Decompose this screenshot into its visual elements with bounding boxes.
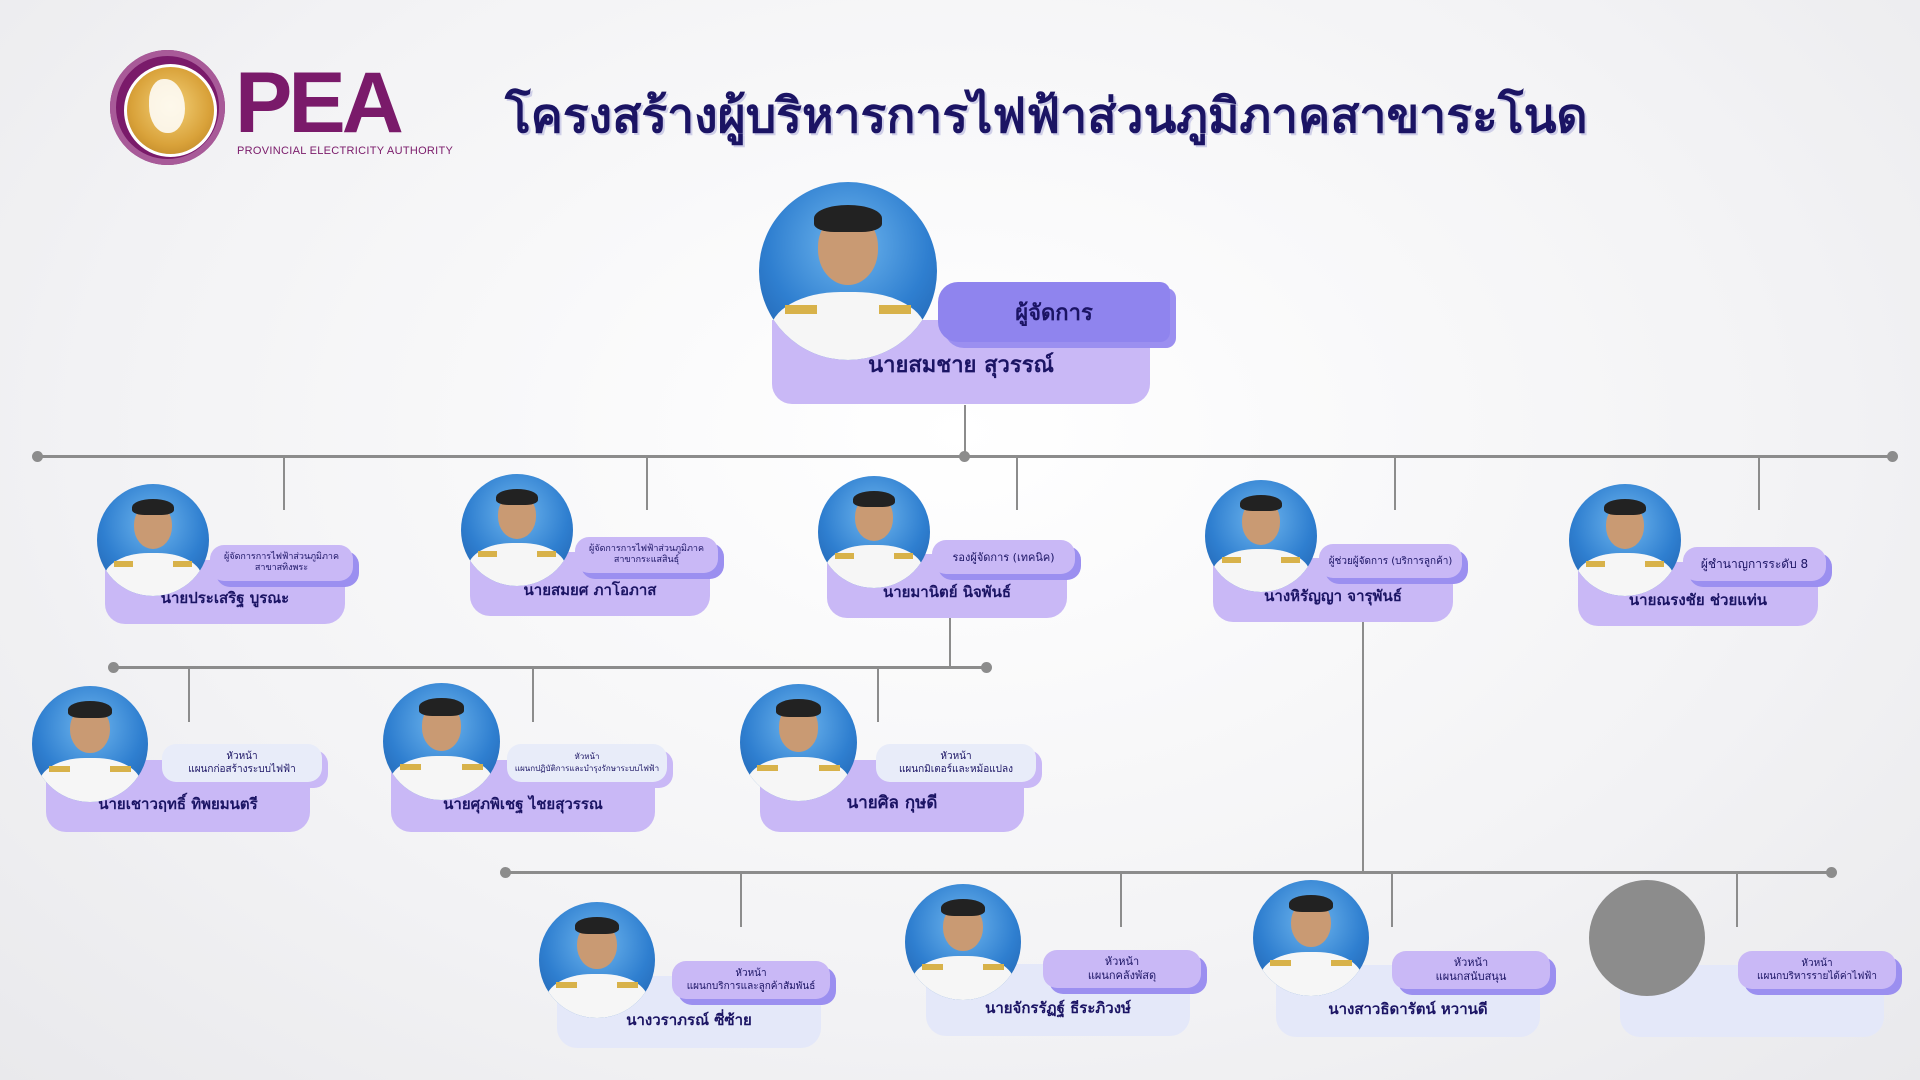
- role-title: หัวหน้า: [940, 751, 972, 762]
- role-text: แผนกมิเตอร์และหม้อแปลง: [898, 764, 1013, 775]
- role-label: ผู้ชำนาญการระดับ 8: [1683, 547, 1826, 581]
- connector-line: [877, 668, 879, 722]
- connector-line: [740, 873, 742, 927]
- connector-line: [188, 668, 190, 722]
- pea-logo: PEA PROVINCIAL ELECTRICITY AUTHORITY: [110, 50, 453, 165]
- person-photo: [461, 474, 573, 586]
- placeholder-photo: [1589, 880, 1705, 996]
- role-text: รองผู้จัดการ (เทคนิค): [952, 551, 1055, 564]
- role-text: ผู้ช่วยผู้จัดการ (บริการลูกค้า): [1328, 555, 1453, 567]
- role-text: แผนกปฏิบัติการและบำรุงรักษาระบบไฟฟ้า: [514, 764, 660, 773]
- role-label: ผู้จัดการการไฟฟ้าส่วนภูมิภาค สาขากระแสสิ…: [575, 537, 718, 573]
- role-text: ผู้จัดการ: [1015, 300, 1093, 326]
- person-photo: [1205, 480, 1317, 592]
- person-photo: [740, 684, 857, 801]
- connector-dot: [1826, 867, 1837, 878]
- role-label: หัวหน้า แผนกบริการและลูกค้าสัมพันธ์: [672, 961, 830, 999]
- role-label: หัวหน้า แผนกมิเตอร์และหม้อแปลง: [876, 744, 1036, 782]
- role-label: หัวหน้า แผนกปฏิบัติการและบำรุงรักษาระบบไ…: [507, 744, 667, 782]
- person-photo: [32, 686, 148, 802]
- connector-dot: [32, 451, 43, 462]
- connector-line: [646, 457, 648, 510]
- name-text: นางสาวธิดารัตน์ หวานดี: [1328, 1000, 1488, 1018]
- role-label: ผู้ช่วยผู้จัดการ (บริการลูกค้า): [1319, 544, 1462, 578]
- role-label: ผู้จัดการการไฟฟ้าส่วนภูมิภาค สาขาสทิงพระ: [210, 545, 353, 581]
- connector-line: [949, 615, 951, 666]
- connector-line: [1736, 873, 1738, 927]
- role-text: แผนกสนับสนุน: [1435, 970, 1507, 983]
- person-photo: [539, 902, 655, 1018]
- name-text: นางวราภรณ์ ซี่ซ้าย: [626, 1011, 752, 1029]
- connector-dot: [959, 451, 970, 462]
- person-photo: [905, 884, 1021, 1000]
- role-label: ผู้จัดการ: [938, 282, 1170, 342]
- role-text: ผู้ชำนาญการระดับ 8: [1700, 556, 1809, 571]
- connector-dot: [1887, 451, 1898, 462]
- role-label: รองผู้จัดการ (เทคนิค): [932, 540, 1075, 574]
- connector-line: [1394, 457, 1396, 510]
- role-title: หัวหน้า: [574, 752, 600, 761]
- role-text: แผนกบริหารรายได้ค่าไฟฟ้า: [1757, 971, 1877, 982]
- role-label: หัวหน้า แผนกคลังพัสดุ: [1043, 950, 1201, 988]
- role-title: หัวหน้า: [1104, 955, 1140, 968]
- connector-line: [1120, 873, 1122, 927]
- pea-seal-icon: [110, 50, 225, 165]
- role-title: หัวหน้า: [1453, 956, 1489, 969]
- connector-line: [1362, 620, 1364, 872]
- role-text: ผู้จัดการการไฟฟ้าส่วนภูมิภาค สาขากระแสสิ…: [589, 544, 704, 565]
- role-label: หัวหน้า แผนกก่อสร้างระบบไฟฟ้า: [162, 744, 322, 782]
- logo-subtitle: PROVINCIAL ELECTRICITY AUTHORITY: [237, 145, 454, 157]
- logo-text: PEA: [235, 55, 404, 151]
- name-text: นายศิล กุษดี: [846, 793, 938, 813]
- role-text: แผนกคลังพัสดุ: [1087, 969, 1157, 982]
- connector-line: [114, 666, 986, 669]
- connector-dot: [981, 662, 992, 673]
- role-text: ผู้จัดการการไฟฟ้าส่วนภูมิภาค สาขาสทิงพระ: [224, 552, 339, 573]
- connector-line: [505, 871, 1831, 874]
- person-photo: [818, 476, 930, 588]
- role-label: หัวหน้า แผนกบริหารรายได้ค่าไฟฟ้า: [1738, 951, 1896, 989]
- person-photo: [383, 683, 500, 800]
- role-title: หัวหน้า: [1801, 958, 1833, 969]
- connector-line: [1391, 873, 1393, 927]
- role-title: หัวหน้า: [735, 968, 767, 979]
- manager-photo: [759, 182, 937, 360]
- connector-line: [283, 457, 285, 510]
- name-text: นายจักรรัฏฐ์ ธีระภิวงษ์: [985, 999, 1131, 1017]
- page-title: โครงสร้างผู้บริหารการไฟฟ้าส่วนภูมิภาคสาข…: [505, 88, 1588, 144]
- role-title: หัวหน้า: [226, 751, 258, 762]
- connector-line: [1758, 457, 1760, 510]
- connector-line: [964, 405, 966, 455]
- connector-dot: [108, 662, 119, 673]
- connector-line: [532, 668, 534, 722]
- role-text: แผนกบริการและลูกค้าสัมพันธ์: [686, 981, 816, 992]
- role-label: หัวหน้า แผนกสนับสนุน: [1392, 951, 1550, 989]
- connector-dot: [500, 867, 511, 878]
- person-photo: [1253, 880, 1369, 996]
- role-text: แผนกก่อสร้างระบบไฟฟ้า: [188, 764, 296, 775]
- person-photo: [1569, 484, 1681, 596]
- connector-line: [1016, 457, 1018, 510]
- person-photo: [97, 484, 209, 596]
